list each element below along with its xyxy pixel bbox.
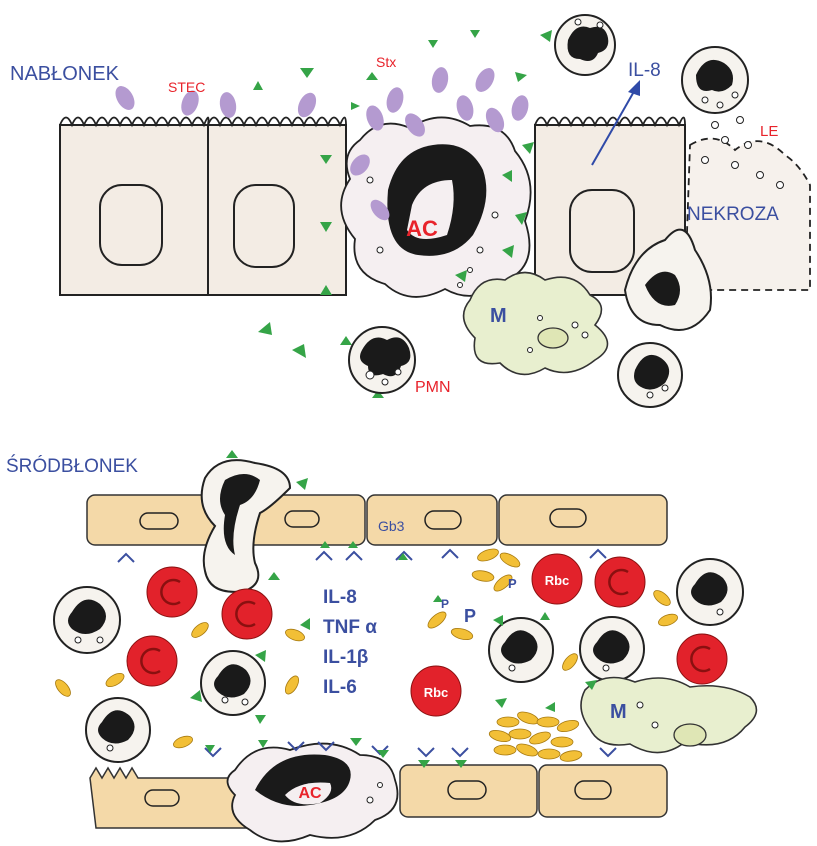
- endothelial-cell: [539, 765, 667, 817]
- neutrophil: [580, 617, 644, 681]
- macrophage-bottom: M: [581, 678, 756, 753]
- epithelial-cell: [208, 118, 346, 296]
- epithelium-panel: AC: [10, 15, 810, 407]
- cytokine-list: IL-8 TNF α IL-1β IL-6: [323, 587, 377, 698]
- il8-top-label: IL-8: [628, 60, 661, 81]
- platelet-aggregate: [488, 710, 583, 763]
- macrophage-bottom-label: M: [610, 701, 627, 723]
- rbc-label: Rbc: [545, 573, 570, 588]
- platelet-cluster-label: P: [508, 576, 517, 591]
- epithelial-cell: [60, 118, 209, 296]
- red-blood-cell-labeled: Rbc: [532, 554, 582, 604]
- stec-label: STEC: [168, 79, 205, 95]
- ac-top-label: AC: [406, 216, 438, 241]
- red-blood-cell: [677, 634, 727, 684]
- endothelial-cell: [90, 768, 248, 828]
- necrosis-label: NEKROZA: [687, 204, 779, 225]
- neutrophil: [349, 327, 415, 393]
- endothelium-panel: ŚRÓDBŁONEK Gb3: [6, 450, 756, 841]
- macrophage-top-label: M: [490, 305, 507, 327]
- epithelium-title: NABŁONEK: [10, 63, 120, 85]
- apoptotic-cell-bottom: AC: [228, 744, 398, 842]
- neutrophil: [677, 559, 743, 625]
- neutrophil: [555, 15, 615, 75]
- neutrophil: [489, 618, 553, 682]
- endothelial-cell: [400, 765, 537, 817]
- endothelium-title: ŚRÓDBŁONEK: [6, 455, 138, 477]
- ac-bottom-label: AC: [298, 785, 322, 802]
- red-blood-cell: [127, 636, 177, 686]
- red-blood-cell-labeled: Rbc: [411, 666, 461, 716]
- platelet-small-label: P: [441, 597, 449, 611]
- platelet-big-label: P: [464, 606, 476, 626]
- rbc-label: Rbc: [424, 685, 449, 700]
- cytokine-il8: IL-8: [323, 587, 357, 608]
- stx-label: Stx: [376, 54, 396, 70]
- gb3-label: Gb3: [378, 518, 405, 534]
- apoptotic-cell-top: AC: [341, 117, 531, 296]
- neutrophil: [86, 698, 150, 762]
- cytokine-il6: IL-6: [323, 677, 357, 698]
- endothelial-cell: [499, 495, 667, 545]
- neutrophil: [201, 651, 265, 715]
- red-blood-cell: [147, 567, 197, 617]
- cytokine-tnf: TNF α: [323, 617, 377, 638]
- neutrophil: [54, 587, 120, 653]
- neutrophil: [682, 47, 748, 113]
- neutrophil: [618, 343, 682, 407]
- il8-arrowhead: [628, 80, 640, 96]
- gb3-receptors-top: [118, 550, 606, 562]
- red-blood-cell: [595, 557, 645, 607]
- le-label: LE: [760, 123, 778, 140]
- cytokine-il1b: IL-1β: [323, 647, 368, 668]
- red-blood-cell: [222, 589, 272, 639]
- pmn-label: PMN: [415, 379, 451, 396]
